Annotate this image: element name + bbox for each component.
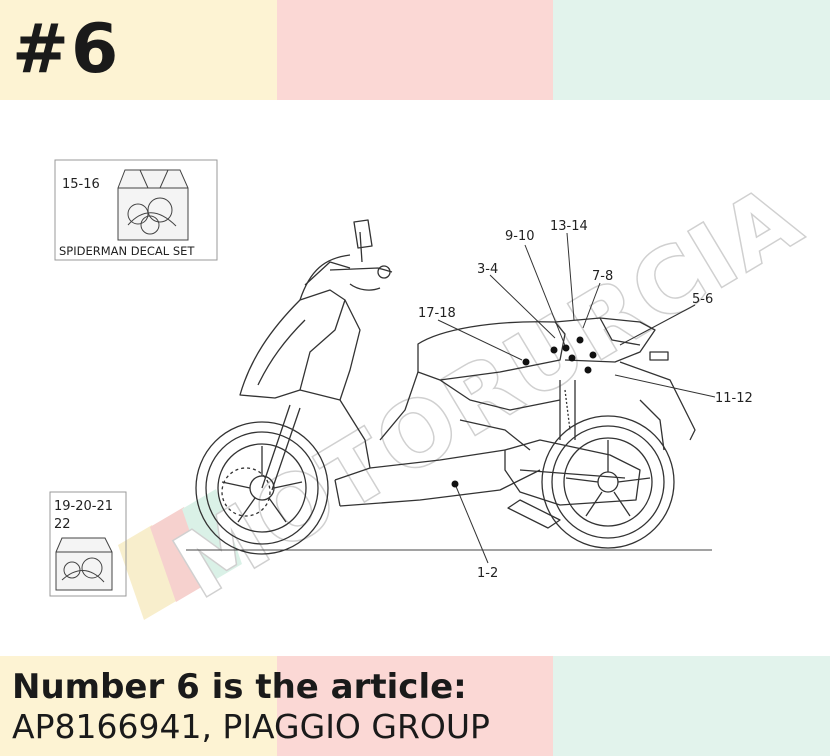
watermark-stripes <box>118 489 242 620</box>
decal-sheet-icon-2 <box>55 537 113 591</box>
footer-segment-pink <box>277 656 553 756</box>
band-segment-yellow <box>0 0 277 100</box>
callout-leaders <box>437 232 716 564</box>
article-caption-heading: Number 6 is the article: <box>12 667 467 707</box>
article-number-text: AP8166941, PIAGGIO GROUP <box>12 707 490 746</box>
inset-2-label-line2: 22 <box>54 517 71 532</box>
callout-11-12: 11-12 <box>715 391 753 406</box>
footer-segment-mint <box>553 656 830 756</box>
footer-segment-yellow <box>0 656 277 756</box>
footer-color-band <box>0 656 830 756</box>
header-color-band <box>0 0 830 100</box>
exploded-parts-diagram: MOTORURCIA 15-16 SPIDERMAN DECAL SET 19-… <box>49 159 821 620</box>
callout-9-10: 9-10 <box>505 229 535 244</box>
callout-1-2: 1-2 <box>477 566 498 581</box>
scooter-drawing <box>195 219 696 555</box>
callout-labels: 9-10 13-14 3-4 7-8 5-6 17-18 11-12 1-2 <box>418 219 753 581</box>
callout-13-14: 13-14 <box>550 219 588 234</box>
inset-decal-sheet-2: 19-20-21 22 <box>49 491 127 597</box>
band-segment-mint <box>553 0 830 100</box>
item-number-title: #6 <box>12 10 121 89</box>
callout-5-6: 5-6 <box>692 292 713 307</box>
watermark: MOTORURCIA <box>118 163 821 620</box>
rear-wheel <box>541 415 675 549</box>
inset-decal-set-label: 15-16 <box>62 177 100 192</box>
callout-3-4: 3-4 <box>477 262 498 277</box>
callout-17-18: 17-18 <box>418 306 456 321</box>
decal-sheet-icon <box>117 169 189 241</box>
inset-decal-set-caption: SPIDERMAN DECAL SET <box>59 244 195 258</box>
callout-dots <box>451 336 597 488</box>
front-wheel <box>195 421 329 555</box>
band-segment-pink <box>277 0 553 100</box>
inset-decal-set: 15-16 SPIDERMAN DECAL SET <box>54 159 218 261</box>
callout-7-8: 7-8 <box>592 269 613 284</box>
inset-2-label-line1: 19-20-21 <box>54 499 113 514</box>
